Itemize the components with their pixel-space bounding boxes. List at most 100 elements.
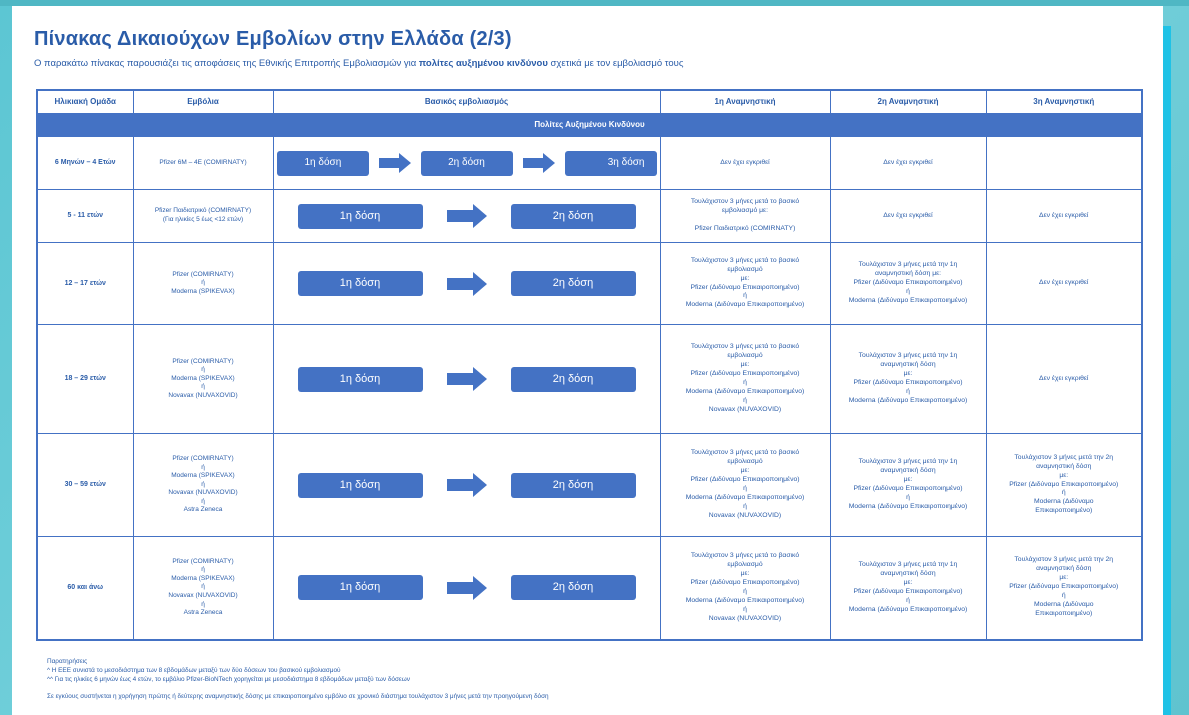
note-3: Σε εγκύους συστήνεται η χορήγηση πρώτης … xyxy=(47,693,549,701)
table-header-row: Ηλικιακή Ομάδα Εμβόλια Βασικός εμβολιασμ… xyxy=(36,89,1143,114)
vaccine-line: Novavax (NUVAXOVID) xyxy=(168,489,238,497)
dose-box: 2η δόση xyxy=(510,472,636,498)
booster-line: με: xyxy=(740,274,750,282)
booster-line: Τουλάχιστον 3 μήνες μετά την 1η xyxy=(858,352,958,360)
booster-line: Novavax (NUVAXOVID) xyxy=(708,405,782,413)
booster-2-cell: Δεν έχει εγκριθεί xyxy=(829,189,987,243)
booster-line: εμβολιασμό xyxy=(727,458,763,466)
dose-box: 2η δόση xyxy=(510,575,636,601)
dose-box: 1η δόση xyxy=(297,366,423,392)
vaccine-line: Moderna (SPIKEVAX) xyxy=(171,287,235,295)
high-risk-band: Πολίτες Αυξημένου Κινδύνου xyxy=(36,113,1143,137)
booster-line: με: xyxy=(740,467,750,475)
booster-line: Τουλάχιστον 3 μήνες μετά το βασικό xyxy=(690,198,800,206)
booster-line: ή xyxy=(743,587,747,595)
booster-line xyxy=(990,159,1139,168)
arrow-head xyxy=(472,271,487,296)
header-primary-vaccination: Βασικός εμβολιασμός xyxy=(272,89,661,114)
booster-line: Moderna (Διδύναμο Επικαιροποιημένο) xyxy=(848,605,968,613)
booster-line: ή xyxy=(906,596,910,604)
booster-3-cell: Δεν έχει εγκριθεί xyxy=(985,189,1143,243)
vaccines-cell: Pfizer Παιδιατρικό (COMIRNATY)(Για ηλικί… xyxy=(132,189,274,243)
booster-1-cell: Δεν έχει εγκριθεί xyxy=(659,136,831,190)
booster-line: ή xyxy=(1061,489,1066,497)
booster-line xyxy=(664,216,827,225)
header-booster-3: 3η Αναμνηστική xyxy=(985,89,1143,114)
booster-line: ή xyxy=(743,292,747,300)
booster-line: ή xyxy=(743,379,747,386)
booster-line: Δεν έχει εγκριθεί xyxy=(1039,374,1089,382)
arrow-head xyxy=(472,575,487,600)
booster-line: Moderna (Διδύναμο Επικαιροποιημένο) xyxy=(848,502,968,510)
booster-line: Moderna (Διδύναμο Επικαιροποιημένο) xyxy=(685,301,805,309)
arrow-head xyxy=(542,153,555,173)
booster-line: αναμνηστική δόση με: xyxy=(874,270,942,278)
booster-line: Τουλάχιστον 3 μήνες μετά το βασικό xyxy=(690,551,800,559)
booster-line: Pfizer (Διδύναμο Επικαιροποιημένο) xyxy=(853,279,963,287)
header-vaccines: Εμβόλια xyxy=(132,89,274,114)
booster-3-cell: Δεν έχει εγκριθεί xyxy=(985,242,1143,325)
arrow-shaft xyxy=(446,373,473,385)
booster-line: Τουλάχιστον 3 μήνες μετά το βασικό xyxy=(690,343,800,351)
vaccine-line: Pfizer 6M – 4E (COMIRNATY) xyxy=(159,158,247,166)
booster-line: εμβολιασμό xyxy=(727,265,763,273)
booster-line: Τουλάχιστον 3 μήνες μετά την 2η xyxy=(1014,556,1114,564)
arrow-shaft xyxy=(446,581,473,594)
booster-line: Pfizer (Διδύναμο Επικαιροποιημένο) xyxy=(853,379,963,386)
slide: Πίνακας Δικαιούχων Εμβολίων στην Ελλάδα … xyxy=(12,6,1163,715)
vaccine-line: ή xyxy=(201,480,205,488)
vaccine-line: ή xyxy=(201,366,205,374)
arrow-right-icon xyxy=(378,153,411,173)
arrow-head xyxy=(472,367,487,391)
booster-line: αναμνηστική δόση xyxy=(880,467,936,475)
arrow-right-icon xyxy=(446,204,487,228)
arrow-right-icon xyxy=(446,473,487,497)
arrow-shaft xyxy=(446,479,473,491)
booster-line: Επικαιροποιημένο) xyxy=(1035,507,1093,515)
subtitle-bold: πολίτες αυξημένου κινδύνου xyxy=(418,58,548,69)
booster-3-cell xyxy=(985,136,1143,190)
booster-line: Pfizer (Διδύναμο Επικαιροποιημένο) xyxy=(1009,583,1119,591)
dose-box: 1η δόση xyxy=(276,150,369,176)
arrow-right-icon xyxy=(446,575,487,600)
age-group-cell: 30 – 59 ετών xyxy=(36,433,134,537)
booster-line: Pfizer (Διδύναμο Επικαιροποιημένο) xyxy=(690,283,800,291)
booster-line: Pfizer (Διδύναμο Επικαιροποιημένο) xyxy=(690,476,800,484)
arrow-shaft xyxy=(378,158,399,168)
booster-2-cell: Δεν έχει εγκριθεί xyxy=(829,136,987,190)
booster-line: Τουλάχιστον 3 μήνες μετά το βασικό xyxy=(690,256,800,264)
dose-box: 2η δόση xyxy=(510,203,636,229)
arrow-shaft xyxy=(446,277,473,290)
booster-line: εμβολιασμό xyxy=(727,560,763,568)
right-accent-strip xyxy=(1163,26,1171,715)
booster-line: Δεν έχει εγκριθεί xyxy=(883,158,933,166)
booster-line: ή xyxy=(906,287,910,295)
age-group-cell: 60 και άνω xyxy=(36,536,134,640)
age-group-cell: 18 – 29 ετών xyxy=(36,324,134,434)
table-band-row: Πολίτες Αυξημένου Κινδύνου xyxy=(36,113,1143,137)
vaccine-line: (Για ηλικίες 5 έως <12 ετών) xyxy=(162,216,244,223)
booster-line: Pfizer (Διδύναμο Επικαιροποιημένο) xyxy=(1009,480,1119,488)
vaccine-eligibility-table: Ηλικιακή Ομάδα Εμβόλια Βασικός εμβολιασμ… xyxy=(36,89,1143,641)
notes-heading: Παρατηρήσεις xyxy=(47,658,88,665)
booster-line: ή xyxy=(743,485,747,492)
booster-line: αναμνηστική δόση xyxy=(880,569,936,577)
subtitle-text-start: Ο παρακάτω πίνακας παρουσιάζει τις αποφά… xyxy=(34,58,419,69)
page-subtitle: Ο παρακάτω πίνακας παρουσιάζει τις αποφά… xyxy=(34,58,683,69)
vaccine-line: Astra Zeneca xyxy=(183,506,223,514)
vaccine-line: ή xyxy=(201,497,205,505)
